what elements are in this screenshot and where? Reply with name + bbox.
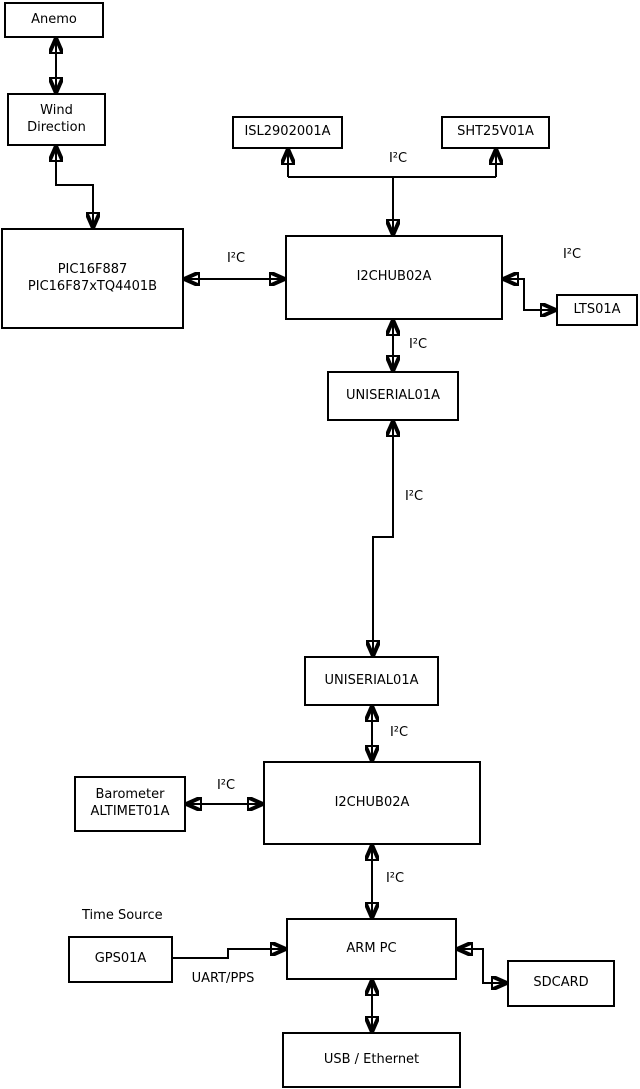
node-wind-direction-label-line2: Direction bbox=[27, 119, 86, 135]
node-gps01a: GPS01A bbox=[68, 936, 173, 983]
i2c-label-hub-lts: I²C bbox=[562, 247, 582, 262]
i2c-label-hub2-arm: I²C bbox=[385, 871, 405, 886]
node-usb-ethernet: USB / Ethernet bbox=[282, 1032, 461, 1088]
node-pic-label-line1: PIC16F887 bbox=[57, 261, 128, 277]
i2c-label-pic-hub: I²C bbox=[226, 251, 246, 266]
node-isl2902001a: ISL2902001A bbox=[232, 116, 343, 149]
node-isl2902001a-label: ISL2902001A bbox=[244, 124, 331, 140]
i2c-label-sensor-branch: I²C bbox=[388, 151, 408, 166]
i2c-label-barometer-hub2: I²C bbox=[216, 778, 236, 793]
node-sdcard-label: SDCARD bbox=[533, 975, 589, 991]
node-barometer-label-line1: Barometer bbox=[95, 787, 165, 803]
node-wind-direction: Wind Direction bbox=[7, 93, 106, 146]
node-sht25v01a: SHT25V01A bbox=[441, 116, 550, 149]
node-barometer-label-line2: ALTIMET01A bbox=[90, 804, 170, 819]
node-usb-ethernet-label: USB / Ethernet bbox=[323, 1051, 420, 1067]
uart-pps-label: UART/PPS bbox=[191, 971, 255, 986]
node-barometer: Barometer ALTIMET01A bbox=[74, 776, 186, 832]
node-uniserial-top: UNISERIAL01A bbox=[327, 371, 459, 421]
node-anemo: Anemo bbox=[4, 2, 104, 38]
node-i2chub-bottom: I2CHUB02A bbox=[263, 761, 481, 845]
node-arm-pc-label: ARM PC bbox=[346, 940, 397, 956]
node-uniserial-bottom: UNISERIAL01A bbox=[304, 656, 439, 706]
time-source-label: Time Source bbox=[82, 908, 163, 923]
node-i2chub-top: I2CHUB02A bbox=[285, 235, 503, 320]
node-sdcard: SDCARD bbox=[507, 960, 615, 1007]
node-arm-pc: ARM PC bbox=[286, 918, 457, 980]
connector-uniserial-uniserial bbox=[373, 421, 393, 656]
i2c-label-uniserial-hub2: I²C bbox=[389, 725, 409, 740]
node-anemo-label: Anemo bbox=[31, 11, 77, 27]
connector-wind-pic bbox=[56, 146, 93, 228]
node-lts01a-label: LTS01A bbox=[573, 301, 621, 317]
node-gps01a-label: GPS01A bbox=[94, 951, 147, 967]
node-sht25v01a-label: SHT25V01A bbox=[457, 124, 534, 140]
i2c-label-uniserial-link: I²C bbox=[404, 489, 424, 504]
node-wind-direction-label-line1: Wind bbox=[40, 102, 73, 118]
connector-hub-lts bbox=[503, 279, 556, 310]
node-uniserial-top-label: UNISERIAL01A bbox=[346, 387, 440, 403]
node-pic: PIC16F887 PIC16F87xTQ4401B bbox=[1, 228, 184, 329]
connector-arm-sdcard bbox=[457, 949, 507, 983]
node-i2chub-bottom-label: I2CHUB02A bbox=[334, 794, 410, 810]
node-uniserial-bottom-label: UNISERIAL01A bbox=[324, 672, 419, 688]
i2c-label-hub-uniserial: I²C bbox=[408, 337, 428, 352]
node-i2chub-top-label: I2CHUB02A bbox=[356, 269, 432, 285]
node-lts01a: LTS01A bbox=[556, 294, 638, 326]
connector-gps-arm bbox=[173, 949, 286, 959]
node-pic-label-line2: PIC16F87xTQ4401B bbox=[27, 278, 158, 294]
